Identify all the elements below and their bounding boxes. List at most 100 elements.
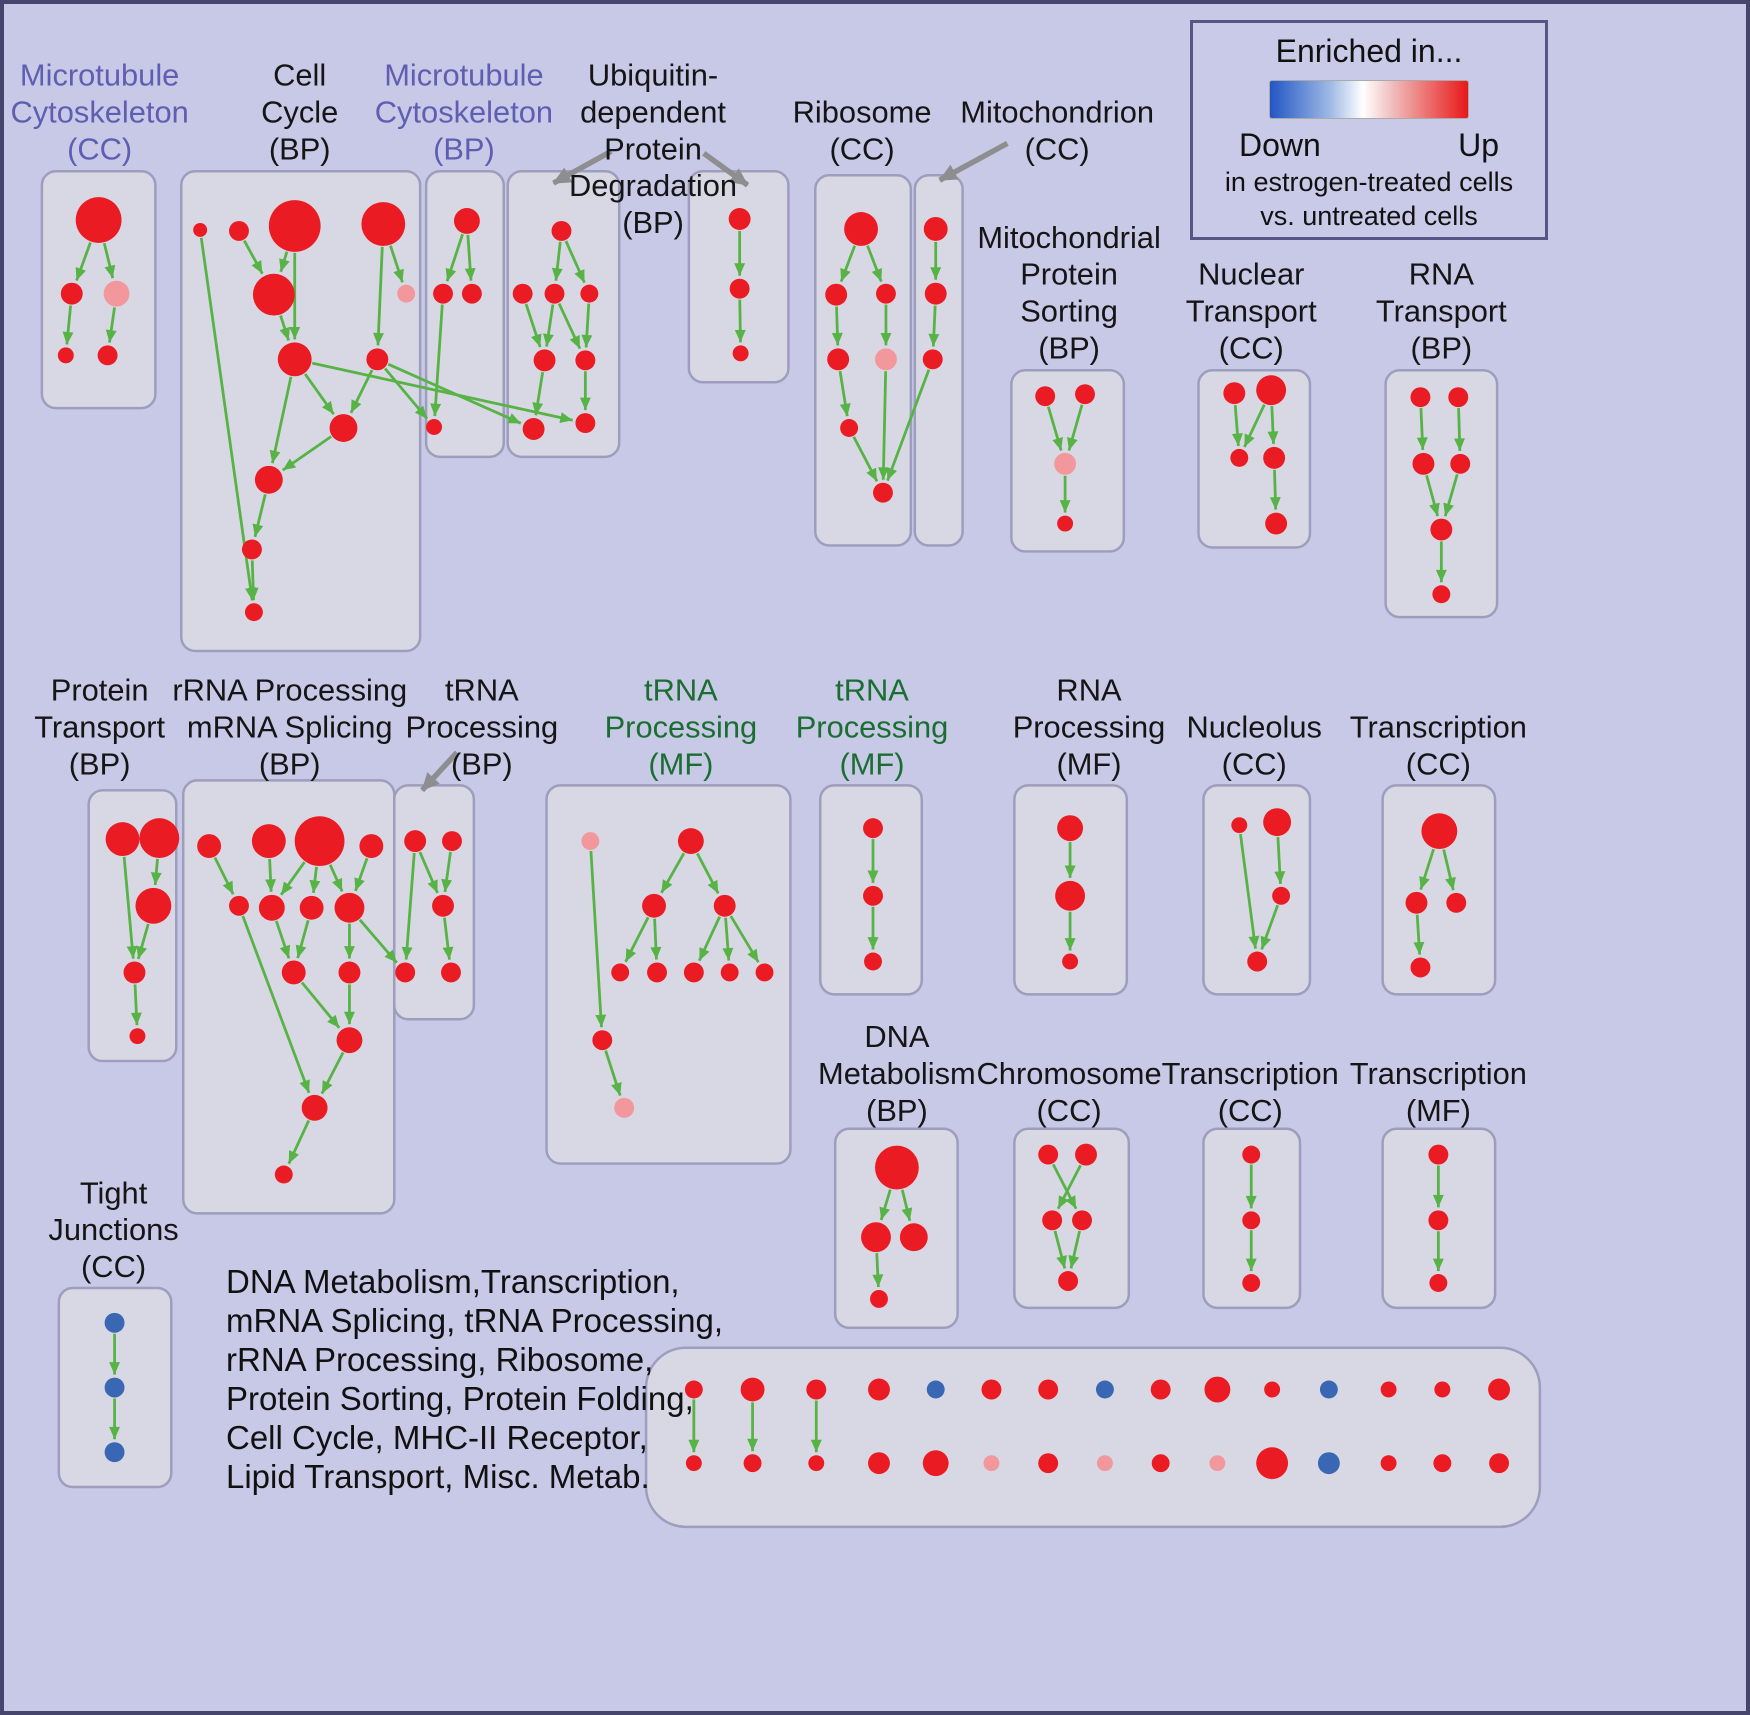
go-term-node-rr13	[274, 1165, 293, 1184]
go-term-node-r7	[873, 482, 893, 503]
edge-tm3-tm6	[650, 918, 662, 960]
go-term-node-m2	[924, 282, 947, 305]
edge-tm10-tm11	[604, 1050, 622, 1096]
edge-rr6-rr9	[274, 920, 291, 959]
group-label-19-chromosome: Chromosome(CC)	[977, 1056, 1162, 1128]
edge-mb1-mb3	[464, 234, 476, 281]
edge-c2-c5	[243, 239, 264, 275]
go-term-node-tc2	[1405, 891, 1428, 914]
go-term-node-d4	[870, 1289, 888, 1308]
go-term-node-tb2	[442, 831, 462, 852]
legend-ends-row: Down Up	[1193, 119, 1545, 164]
group-label-5-ribosome: Ribosome(CC)	[793, 94, 932, 166]
go-term-node-u5	[533, 349, 556, 372]
group-label-20-transcription: Transcription(CC)	[1162, 1056, 1339, 1128]
edge-q3-q5	[1425, 475, 1440, 517]
go-term-node-x11t	[1264, 1381, 1281, 1398]
legend-up-label: Up	[1458, 127, 1499, 163]
edge-tm4-tm8	[722, 917, 734, 961]
edge-pt2-pt3	[150, 858, 162, 886]
edge-u4-u6	[581, 303, 593, 348]
group-box-ptr	[87, 789, 178, 1063]
edge-rr8-tb4	[358, 918, 398, 964]
go-term-node-r2	[825, 283, 848, 306]
edge-u2-u5	[524, 303, 542, 348]
note-line-5: Cell Cycle, MHC-II Receptor,	[226, 1419, 648, 1456]
go-term-node-nu4	[1247, 951, 1268, 972]
label-pointer-arrow-4	[420, 750, 459, 793]
go-term-node-x14t	[1434, 1381, 1451, 1398]
edge-tb3-tb5	[442, 917, 454, 960]
edge-c4-c8	[373, 246, 384, 346]
go-term-node-tm2	[677, 828, 704, 855]
go-term-node-rp3	[1062, 953, 1079, 970]
note-line-1: DNA Metabolism,Transcription,	[226, 1263, 680, 1300]
go-term-node-tm11	[614, 1097, 635, 1118]
group-box-chrom	[1013, 1127, 1131, 1310]
go-term-node-tb1	[404, 830, 427, 853]
go-term-node-nu3	[1272, 886, 1291, 905]
go-term-node-r3	[875, 283, 896, 304]
go-term-node-tm9	[755, 963, 774, 982]
edge-t2-t4	[1267, 406, 1279, 445]
go-term-node-mb4	[426, 419, 443, 435]
go-term-node-c11	[241, 539, 262, 560]
go-term-node-tc4	[1410, 957, 1431, 978]
edge-tb1-tb3	[418, 851, 439, 894]
edge-a3-a5	[105, 307, 117, 343]
go-term-node-q2	[1448, 387, 1469, 408]
edge-tm2-tm4	[696, 852, 720, 895]
edge-rr3-rr7	[309, 866, 321, 894]
label-pointer-arrow-3	[938, 140, 1009, 183]
go-term-node-rr1	[197, 834, 222, 858]
go-term-node-x2t	[740, 1377, 765, 1402]
edge-u3-u6	[557, 302, 582, 350]
go-term-node-a5	[97, 345, 118, 366]
edge-mb1-mb2	[445, 233, 464, 282]
go-term-node-x3b	[808, 1455, 825, 1472]
go-term-node-tc3	[1446, 892, 1467, 913]
group-box-mtbp	[424, 169, 505, 459]
go-term-node-p3	[732, 345, 749, 362]
edge-a2-a4	[62, 305, 74, 345]
note-line-6: Lipid Transport, Misc. Metab.	[226, 1458, 650, 1495]
edge-rr7-rr9	[295, 919, 310, 959]
go-term-node-ts1	[1242, 1145, 1261, 1164]
edge-c3-c5	[279, 251, 290, 273]
edge-c11-c12	[247, 560, 259, 601]
go-term-node-a3	[103, 280, 130, 307]
go-term-node-tf3	[1429, 1274, 1448, 1292]
edge-r5-r7	[878, 371, 890, 480]
edge-tb2-tb3	[441, 851, 453, 893]
edge-rr9-rr11	[300, 981, 341, 1029]
go-term-node-x4b	[868, 1452, 890, 1475]
edge-pt1-pt4	[122, 856, 138, 959]
edge-rr12-rr13	[287, 1119, 311, 1165]
go-term-node-s2	[1075, 384, 1095, 405]
group-box-ribo	[814, 173, 913, 547]
edge-tm1-tm10	[589, 850, 607, 1028]
misc-categories-note: DNA Metabolism,Transcription, mRNA Splic…	[226, 1262, 723, 1496]
edge-pt3-pt4	[136, 923, 150, 960]
go-term-node-t5	[1265, 512, 1288, 535]
go-term-node-rr3	[294, 816, 345, 866]
go-term-node-tm8	[720, 963, 739, 982]
go-term-node-ch2	[1075, 1143, 1097, 1166]
go-term-node-m1	[923, 217, 948, 241]
legend-gradient-bar	[1269, 80, 1469, 119]
go-term-node-x2b	[743, 1454, 762, 1473]
go-term-node-tm7	[683, 962, 704, 983]
go-term-node-mb2	[433, 283, 453, 304]
go-term-node-ch1	[1038, 1144, 1059, 1165]
go-term-node-c1	[193, 222, 208, 237]
go-term-node-t4	[1263, 446, 1286, 469]
label-pointer-arrow-1	[552, 148, 613, 186]
go-term-node-tm6	[647, 962, 667, 983]
edge-r1-r3	[866, 245, 883, 283]
